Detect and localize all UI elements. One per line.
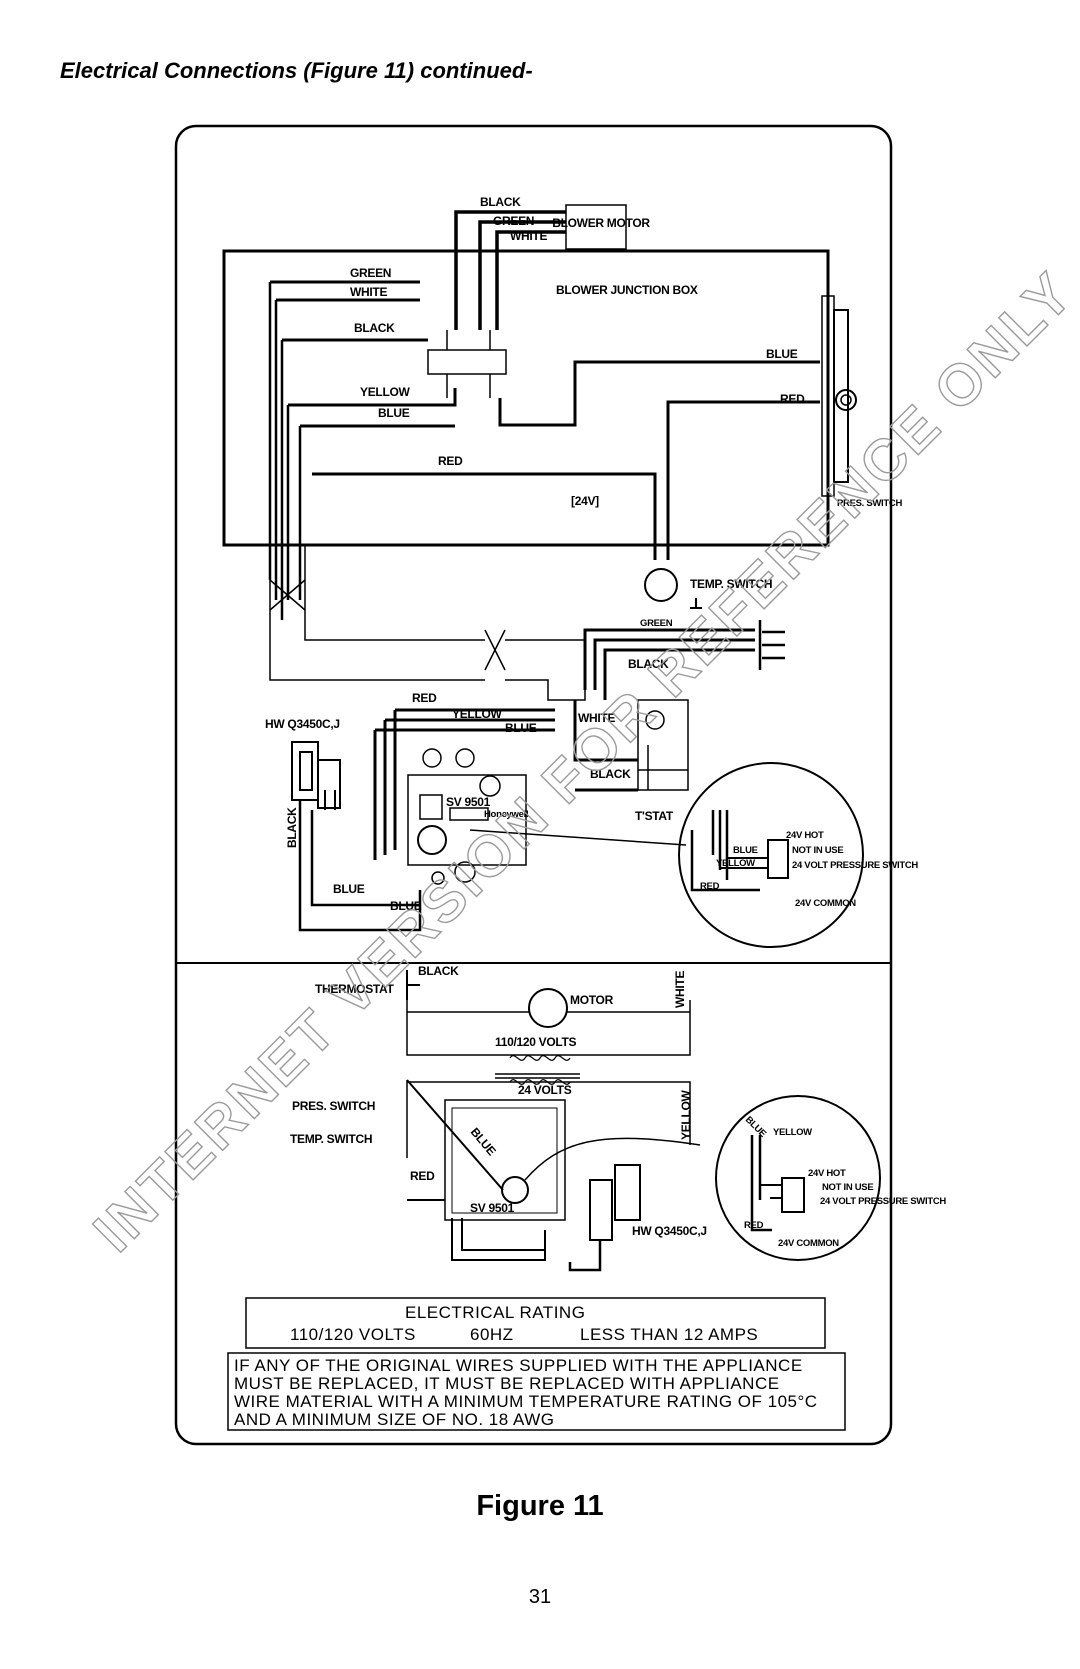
igniter-wire-black: BLACK [285, 807, 299, 848]
voltage-label: [24V] [571, 494, 599, 508]
wire-label-green-box: GREEN [350, 266, 391, 280]
inset-wire-red: RED [700, 881, 720, 892]
wire-label-red-right: RED [780, 392, 805, 406]
motor-label: MOTOR [570, 993, 614, 1007]
motor-symbol [528, 988, 568, 1028]
valve-wire-yellow: YELLOW [452, 707, 503, 721]
lower-temp-switch-label: TEMP. SWITCH [290, 1132, 372, 1146]
warning-line-2: MUST BE REPLACED, IT MUST BE REPLACED WI… [234, 1374, 780, 1393]
valve-brand: Honeywell [484, 809, 528, 820]
inset-terminal-not-in-use: NOT IN USE [792, 845, 843, 856]
warning-box [227, 1352, 846, 1431]
gas-valve [407, 774, 527, 866]
temp-switch-label: TEMP. SWITCH [690, 577, 772, 591]
bottom-wire-blue-2: BLUE [390, 899, 422, 913]
lower-inset-24v-hot: 24V HOT [808, 1168, 846, 1179]
valve-wire-blue: BLUE [505, 721, 537, 735]
wire-label-white-box: WHITE [350, 285, 387, 299]
bottom-wire-blue-1: BLUE [333, 882, 365, 896]
figure-caption: Figure 11 [476, 1490, 604, 1522]
lower-red-label: RED [410, 1169, 435, 1183]
electrical-rating-box [245, 1297, 826, 1349]
low-voltage-label: 24 VOLTS [518, 1083, 572, 1097]
wire-label-blue-right: BLUE [766, 347, 798, 361]
transformer [427, 349, 507, 375]
lower-inset-red: RED [744, 1220, 764, 1231]
lower-blue-label: BLUE [468, 1125, 499, 1158]
white-label: WHITE [673, 971, 687, 1008]
page-number: 31 [528, 1586, 552, 1608]
blower-junction-box [222, 249, 830, 547]
rating-title: ELECTRICAL RATING [405, 1303, 585, 1322]
rating-volts: 110/120 VOLTS [290, 1325, 416, 1344]
lower-inset-blue: BLUE [743, 1114, 768, 1139]
tstat-label: T'STAT [635, 809, 674, 823]
wire-label-red-box: RED [438, 454, 463, 468]
lower-inset-pressure: 24 VOLT PRESSURE SWITCH [820, 1196, 946, 1207]
valve-label: SV 9501 [446, 795, 491, 809]
thermostat-label: THERMOSTAT [315, 982, 395, 996]
inset-wire-yellow: YELLOW [716, 858, 755, 869]
watermark: INTERNET VERSION FOR REFERENCE ONLY [81, 259, 1080, 1264]
rating-hz: 60HZ [470, 1325, 514, 1344]
black-label: BLACK [418, 964, 459, 978]
junction-box-label: BLOWER JUNCTION BOX [556, 283, 698, 297]
plug-wire-black-2: BLACK [590, 767, 631, 781]
page-heading: Electrical Connections (Figure 11) conti… [60, 58, 533, 83]
inset-terminal-24v-common: 24V COMMON [795, 898, 856, 909]
rating-amps: LESS THAN 12 AMPS [580, 1325, 758, 1344]
inset-wire-blue: BLUE [733, 845, 758, 856]
plug-wire-green: GREEN [640, 618, 673, 629]
lower-igniter-label: HW Q3450C,J [632, 1224, 707, 1238]
valve-wire-red: RED [412, 691, 437, 705]
wire-label-green: GREEN [493, 214, 534, 228]
wire-label-blue-box: BLUE [378, 406, 410, 420]
wire-label-yellow-box: YELLOW [360, 385, 411, 399]
lower-yellow-label: YELLOW [679, 1089, 693, 1140]
lower-valve-label: SV 9501 [470, 1201, 515, 1215]
lower-inset-not-in-use: NOT IN USE [822, 1182, 873, 1193]
warning-line-4: AND A MINIMUM SIZE OF NO. 18 AWG [234, 1410, 554, 1429]
tstat-block [637, 699, 689, 791]
blower-motor-label: BLOWER MOTOR [552, 216, 650, 230]
lower-inset-24v-common: 24V COMMON [778, 1238, 839, 1249]
lower-pres-switch-label: PRES. SWITCH [292, 1099, 375, 1113]
wire-label-black: BLACK [480, 195, 521, 209]
igniter-label: HW Q3450C,J [265, 717, 340, 731]
lower-detail-inset [715, 1095, 881, 1261]
warning-line-3: WIRE MATERIAL WITH A MINIMUM TEMPERATURE… [234, 1392, 818, 1411]
pres-switch-label: PRES. SWITCH [837, 498, 902, 509]
line-voltage-label: 110/120 VOLTS [495, 1035, 577, 1049]
plug-wire-black: BLACK [628, 657, 669, 671]
inset-terminal-pressure: 24 VOLT PRESSURE SWITCH [792, 860, 918, 871]
plug-wire-white: WHITE [578, 711, 615, 725]
wire-label-white: WHITE [510, 229, 547, 243]
lower-inset-yellow: YELLOW [773, 1127, 812, 1138]
warning-line-1: IF ANY OF THE ORIGINAL WIRES SUPPLIED WI… [234, 1356, 803, 1375]
wire-label-black-box: BLACK [354, 321, 395, 335]
inset-terminal-24v-hot: 24V HOT [786, 830, 824, 841]
blower-motor-box [565, 204, 627, 250]
lower-gas-valve [444, 1099, 566, 1221]
temp-switch [644, 568, 678, 602]
diagram-frame [174, 124, 893, 1446]
upper-detail-inset [678, 762, 864, 948]
